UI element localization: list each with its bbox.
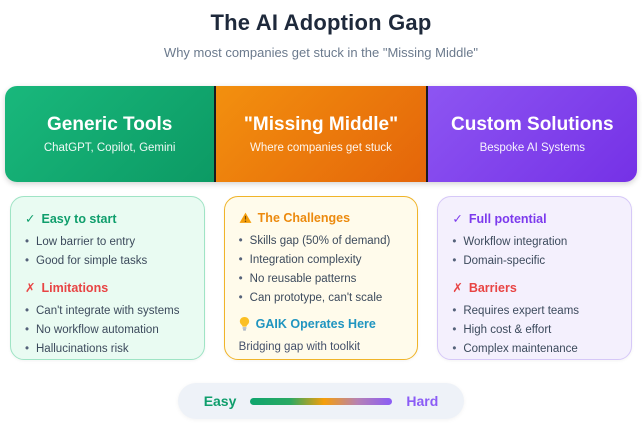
page-subtitle: Why most companies get stuck in the "Mis…: [163, 45, 479, 60]
hard-label: Hard: [406, 393, 439, 409]
list-item: Can prototype, can't scale: [239, 289, 404, 308]
segment-subtitle: Bespoke AI Systems: [479, 142, 586, 154]
list-item: Skills gap (50% of demand): [239, 232, 404, 251]
page-title: The AI Adoption Gap: [210, 10, 432, 35]
lightbulb-icon: [239, 317, 250, 331]
list-item: Good for simple tasks: [25, 252, 190, 271]
card-generic-tools: Easy to start Low barrier to entry Good …: [10, 196, 205, 360]
section-heading-the-challenges: The Challenges: [239, 211, 404, 225]
warning-icon: [239, 212, 252, 224]
header-band: Generic Tools ChatGPT, Copilot, Gemini "…: [5, 86, 637, 182]
difficulty-gradient-bar: [250, 397, 393, 405]
header-segment-generic-tools: Generic Tools ChatGPT, Copilot, Gemini: [5, 86, 215, 182]
section-heading-label: The Challenges: [257, 211, 351, 225]
list-item: No reusable patterns: [239, 270, 404, 289]
cards-row: Easy to start Low barrier to entry Good …: [10, 196, 633, 360]
section-heading-label: Barriers: [468, 280, 517, 295]
list-item: Domain-specific: [452, 252, 617, 271]
section-heading-label: GAIK Operates Here: [255, 317, 376, 331]
cross-icon: [25, 280, 35, 295]
bullet-list: Can't integrate with systems No workflow…: [25, 302, 190, 359]
section-heading-easy-to-start: Easy to start: [25, 211, 190, 226]
section-heading-label: Easy to start: [41, 211, 117, 226]
check-icon: [452, 211, 462, 226]
segment-title: Custom Solutions: [451, 114, 614, 135]
card-custom-solutions: Full potential Workflow integration Doma…: [437, 196, 633, 360]
header-segment-missing-middle: "Missing Middle" Where companies get stu…: [214, 86, 426, 182]
segment-title: "Missing Middle": [243, 114, 399, 135]
section-heading-label: Full potential: [468, 211, 547, 226]
list-item: High cost & effort: [452, 321, 617, 340]
difficulty-scale: Easy Hard: [177, 383, 465, 419]
section-heading-limitations: Limitations: [25, 280, 190, 295]
check-icon: [25, 211, 35, 226]
list-item: Low barrier to entry: [25, 233, 190, 252]
card-note: Bridging gap with toolkit: [238, 341, 361, 353]
bullet-list: Skills gap (50% of demand) Integration c…: [239, 232, 404, 308]
list-item: Complex maintenance: [452, 340, 617, 359]
list-item: No workflow automation: [25, 321, 190, 340]
list-item: Integration complexity: [239, 251, 404, 270]
list-item: Workflow integration: [452, 233, 617, 252]
list-item: Hallucinations risk: [25, 340, 190, 359]
list-item: Requires expert teams: [452, 302, 617, 321]
segment-subtitle: ChatGPT, Copilot, Gemini: [43, 142, 176, 154]
card-missing-middle: The Challenges Skills gap (50% of demand…: [223, 196, 419, 360]
section-heading-label: Limitations: [41, 280, 109, 295]
bullet-list: Workflow integration Domain-specific: [452, 233, 617, 271]
segment-subtitle: Where companies get stuck: [250, 142, 392, 154]
cross-icon: [452, 280, 462, 295]
list-item: Can't integrate with systems: [25, 302, 190, 321]
section-heading-full-potential: Full potential: [452, 211, 617, 226]
section-heading-gaik-operates-here: GAIK Operates Here: [239, 317, 404, 331]
difficulty-scale-wrapper: Easy Hard: [0, 383, 642, 419]
bullet-list: Low barrier to entry Good for simple tas…: [25, 233, 190, 271]
segment-title: Generic Tools: [47, 114, 173, 135]
header-segment-custom-solutions: Custom Solutions Bespoke AI Systems: [425, 86, 637, 182]
bullet-list: Requires expert teams High cost & effort…: [452, 302, 617, 359]
easy-label: Easy: [203, 393, 237, 409]
section-heading-barriers: Barriers: [452, 280, 617, 295]
